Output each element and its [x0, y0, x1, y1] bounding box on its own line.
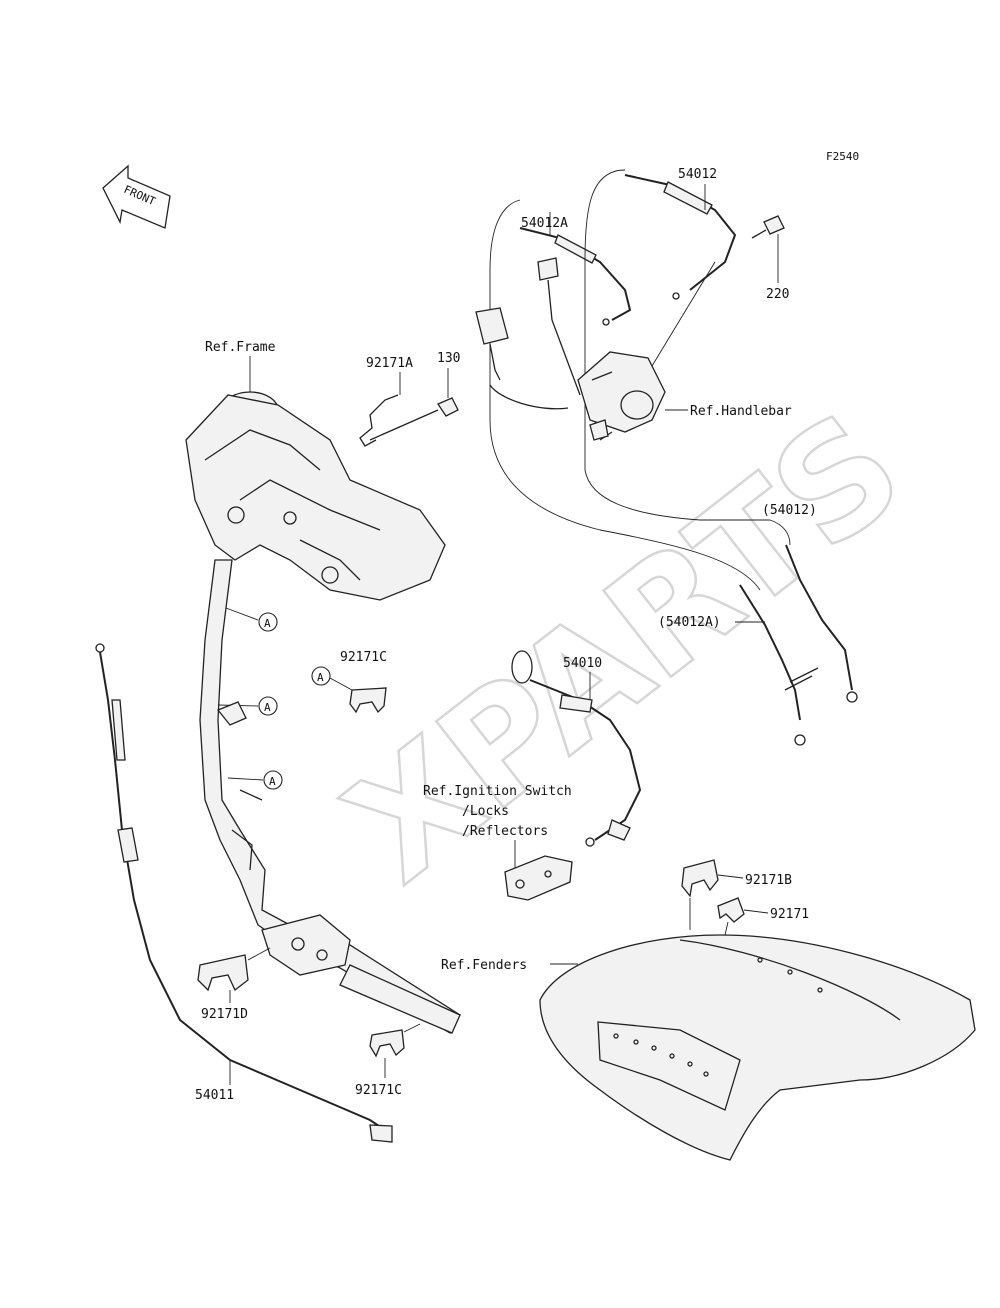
part-92171-label: 92171 [770, 907, 809, 922]
frame-illustration [185, 391, 461, 1034]
cable-route-54012A [489, 199, 761, 591]
part-54010-label: 54010 [563, 656, 602, 671]
part-92171-leader [743, 909, 769, 914]
clip-92171A-icon [359, 394, 399, 447]
clip-92171-icon [717, 897, 745, 936]
ref-locks-label: /Locks [462, 804, 509, 819]
marker-a-1-text: A [264, 617, 271, 630]
ref-ignition-label: Ref.Ignition Switch [423, 784, 572, 799]
part-220-label: 220 [766, 287, 789, 302]
screw-220-icon [751, 215, 785, 239]
switch-connector [475, 257, 581, 410]
frame-clip-icon [216, 701, 247, 726]
cable-54012-alt [785, 544, 858, 703]
ref-fenders-label: Ref.Fenders [441, 958, 527, 973]
marker-a-3-text: A [269, 775, 276, 788]
cable-54012A-alt [739, 584, 819, 746]
clip-92171C-bottom-icon [369, 1023, 421, 1058]
marker-a-4-text: A [317, 671, 324, 684]
part-92171D-label: 92171D [201, 1007, 248, 1022]
clip-92171C-top-icon [349, 687, 387, 714]
cable-54012 [624, 174, 737, 300]
marker-a-3: A [227, 770, 283, 790]
marker-a-2-text: A [264, 701, 271, 714]
part-130-label: 130 [437, 351, 460, 366]
part-92171B-label: 92171B [745, 873, 792, 888]
part-92171A-label: 92171A [366, 356, 413, 371]
fender [539, 934, 976, 1161]
part-92171B-leader [717, 874, 744, 879]
ref-frame-label: Ref.Frame [205, 340, 276, 355]
ignition-bracket [504, 855, 573, 901]
part-54012-alt-label: (54012) [762, 503, 817, 518]
diagram-code: F2540 [826, 150, 859, 163]
front-label: FRONT [122, 183, 158, 208]
ref-handlebar-label: Ref.Handlebar [690, 404, 792, 419]
cable-54011 [95, 643, 393, 1143]
marker-a-4: A [311, 666, 353, 691]
clip-92171D-icon [197, 947, 271, 992]
part-92171C-bottom-label: 92171C [355, 1083, 402, 1098]
ref-reflectors-label: /Reflectors [462, 824, 548, 839]
part-54012-label: 54012 [678, 167, 717, 182]
bolt-130-icon [369, 397, 459, 441]
cable-54012A [519, 227, 632, 326]
part-54012A-alt-label: (54012A) [658, 615, 721, 630]
front-arrow-icon: FRONT [102, 164, 171, 229]
handlebar-switch-housing [577, 261, 716, 441]
part-92171C-top-label: 92171C [340, 650, 387, 665]
clip-92171B-icon [681, 859, 719, 930]
part-54011-label: 54011 [195, 1088, 234, 1103]
cable-54010 [511, 650, 642, 847]
cable-route-54012 [584, 169, 791, 546]
part-54012A-label: 54012A [521, 216, 568, 231]
marker-a-1: A [225, 607, 278, 632]
